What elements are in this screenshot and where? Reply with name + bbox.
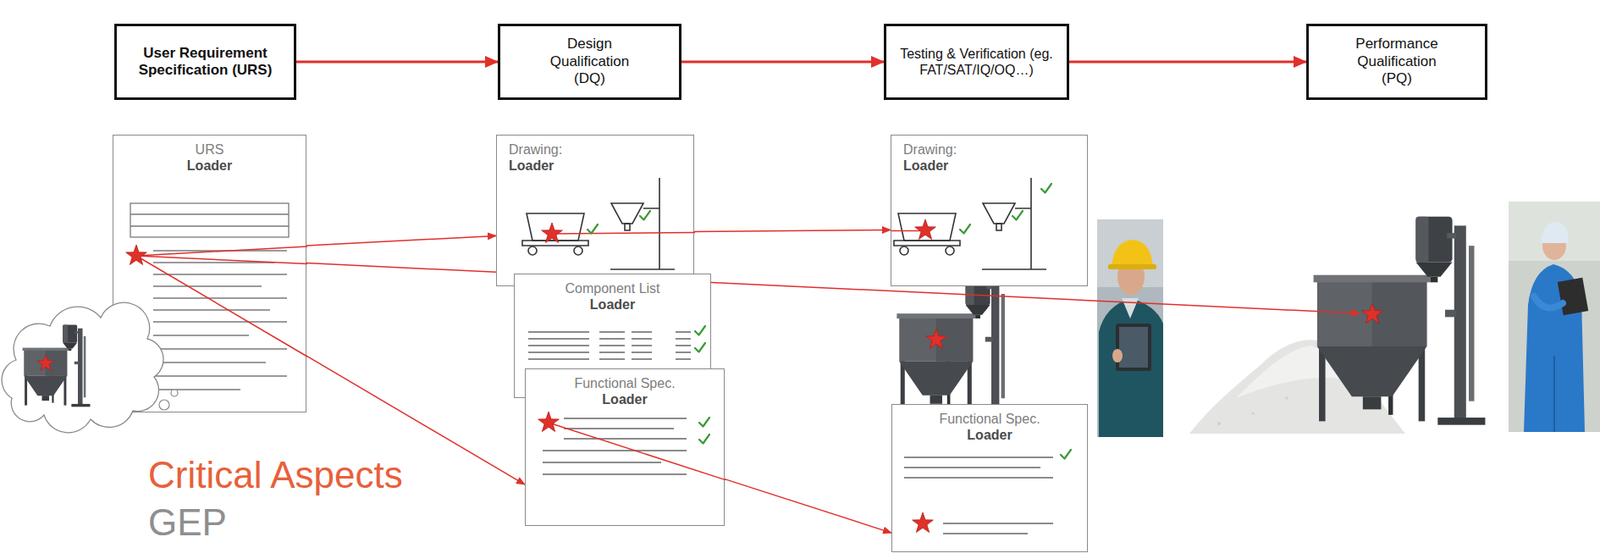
operator-photo [1508, 201, 1600, 432]
stage-title: Design Qualification (DQ) [538, 35, 642, 88]
document-card: URSLoader [112, 134, 307, 413]
trace-line [306, 263, 1360, 314]
document-card: Functional Spec.Loader [891, 403, 1088, 552]
stage-title: Performance Qualification (PQ) [1345, 35, 1449, 88]
document-subject: Loader [903, 158, 1076, 175]
document-title: Drawing: [508, 142, 682, 159]
trace-arrow [694, 229, 891, 232]
document-title: Functional Spec. [537, 375, 712, 392]
document-subject: Loader [537, 391, 712, 409]
idea-cloud [1, 302, 178, 433]
document-subject: Loader [125, 158, 294, 175]
stage-box: Testing & Verification (eg. FAT/SAT/IQ/O… [883, 23, 1070, 100]
loader-photo [896, 274, 1012, 414]
stage-arrow [1069, 60, 1307, 64]
document-subject: Loader [508, 158, 682, 175]
trace-arrow [724, 479, 892, 534]
document-title: Functional Spec. [904, 411, 1076, 428]
technician-photo [1097, 219, 1164, 437]
stage-arrow [681, 60, 884, 64]
stage-box: Design Qualification (DQ) [497, 23, 682, 100]
stage-box: Performance Qualification (PQ) [1306, 23, 1488, 100]
document-title: Drawing: [903, 142, 1076, 159]
loader-photo [1313, 216, 1486, 425]
document-subject: Loader [904, 427, 1076, 444]
trace-arrow [306, 235, 497, 246]
document-card: Functional Spec.Loader [524, 368, 725, 526]
critical-star [926, 303, 1384, 349]
spec-sketch [892, 404, 1089, 553]
document-card: Drawing:Loader [496, 134, 695, 287]
stage-arrow [296, 60, 498, 64]
document-title: Component List [526, 281, 699, 298]
document-sketch [113, 135, 308, 414]
caption-text: GEP [148, 501, 227, 545]
caption-text: Critical Aspects [148, 453, 403, 497]
document-card: Drawing:Loader [890, 134, 1088, 287]
stage-box: User Requirement Specification (URS) [114, 23, 297, 100]
stage-title: User Requirement Specification (URS) [121, 44, 289, 80]
document-subject: Loader [526, 297, 699, 314]
document-title: URS [125, 142, 294, 159]
stage-title: Testing & Verification (eg. FAT/SAT/IQ/O… [891, 45, 1062, 78]
